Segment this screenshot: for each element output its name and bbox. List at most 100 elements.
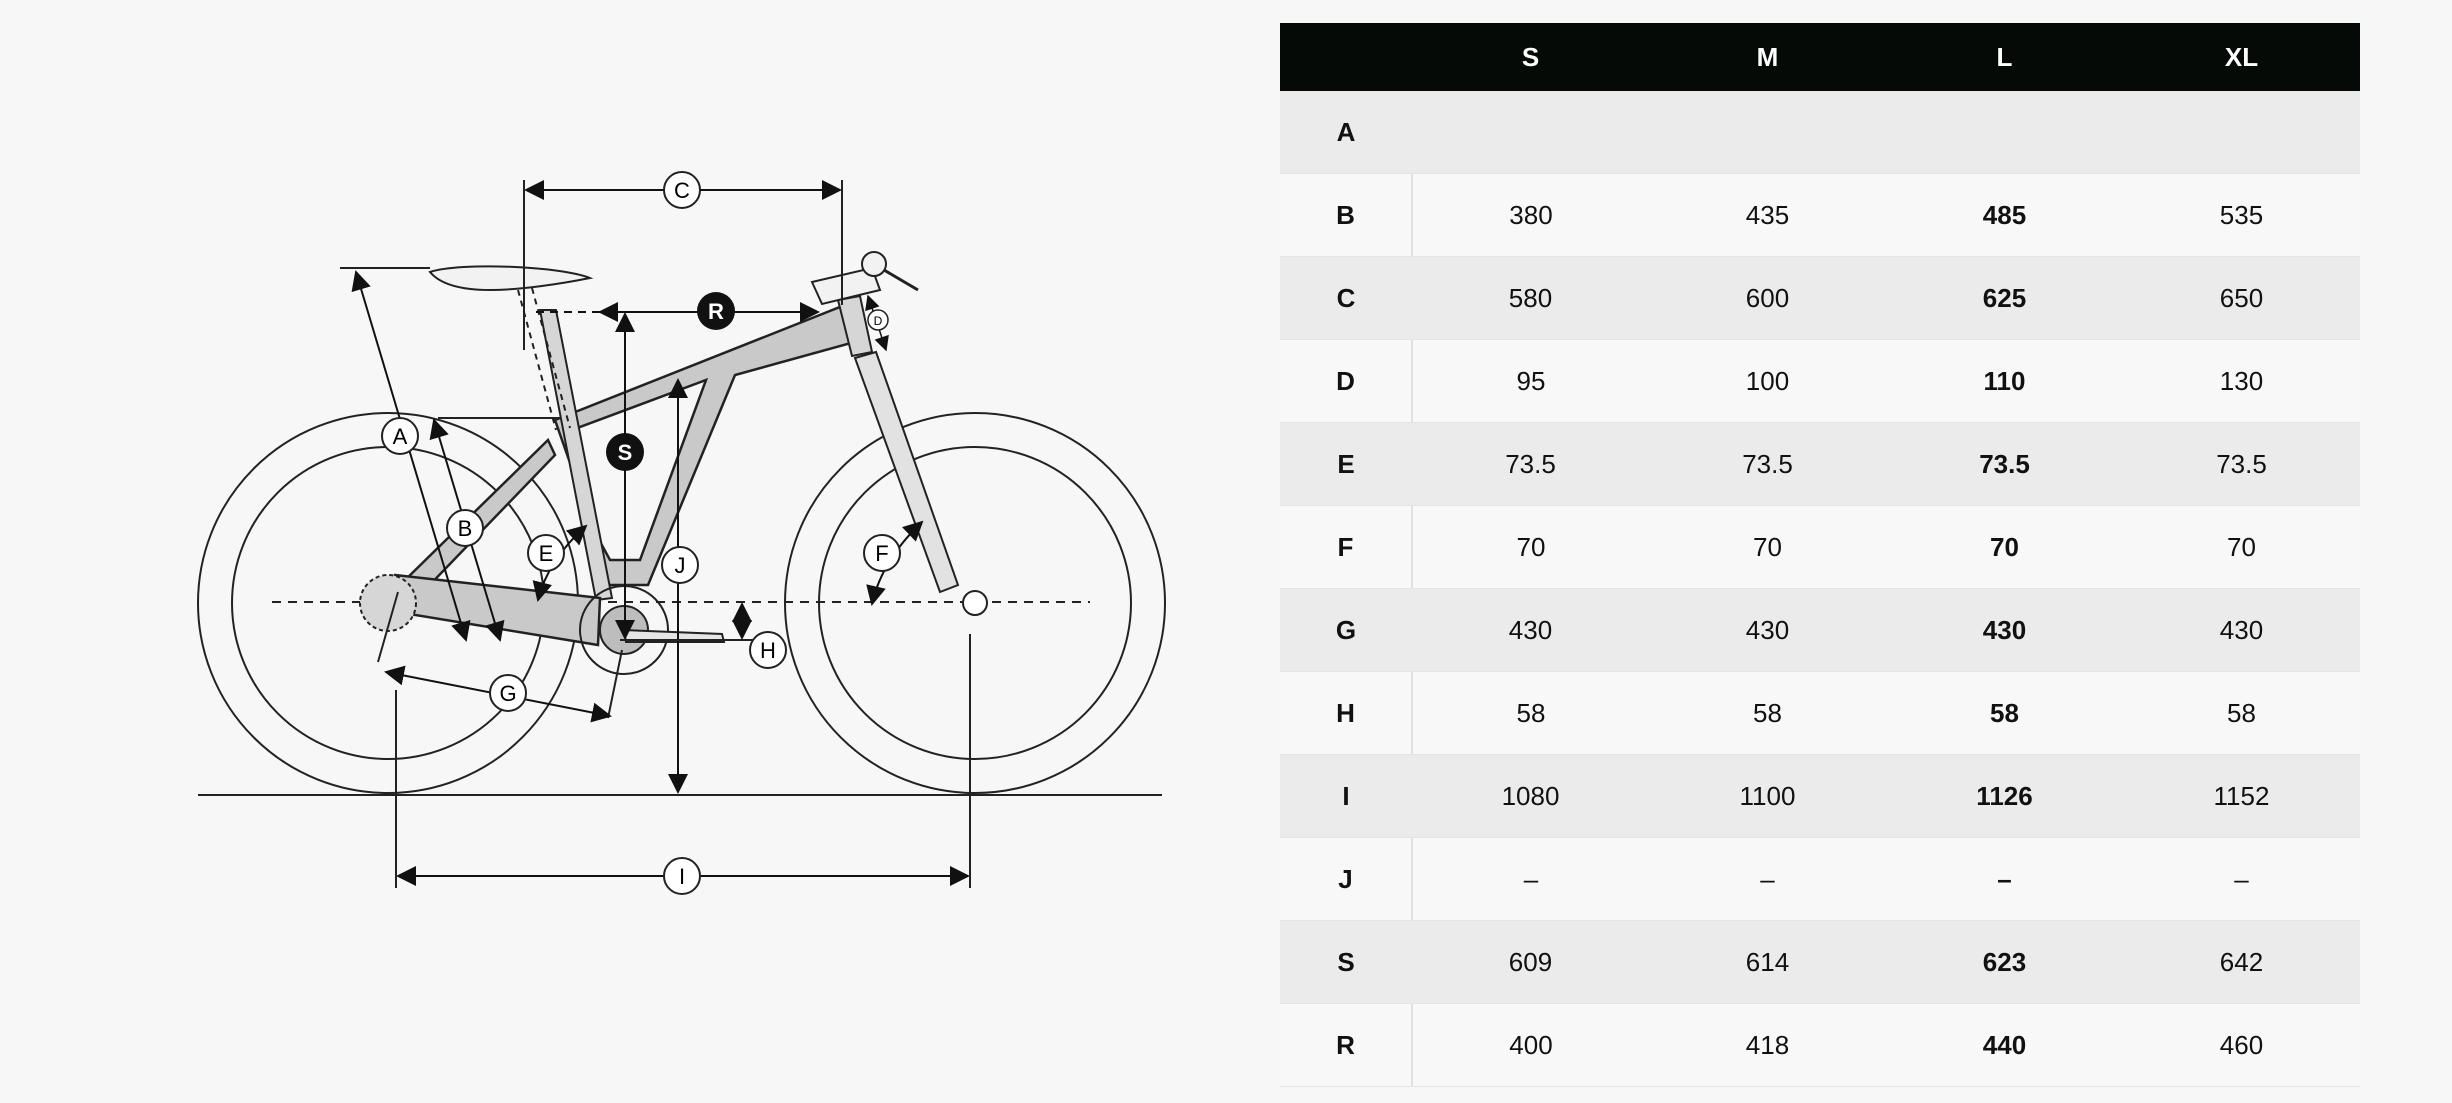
table-header-row: S M L XL — [1280, 23, 2360, 91]
table-cell: 435 — [1649, 173, 1886, 257]
table-cell: – — [1412, 837, 1649, 921]
label-F: F — [875, 541, 888, 566]
bike-geometry-diagram: C R S A B E J F H G I D — [197, 171, 1166, 895]
stem-and-handlebar — [810, 251, 919, 306]
table-cell: 70 — [2123, 505, 2360, 589]
label-H: H — [760, 638, 776, 663]
column-header-size: XL — [2123, 23, 2360, 91]
label-bubble-A: A — [381, 417, 419, 455]
label-bubble-H: H — [749, 631, 787, 669]
table-cell: 58 — [1649, 671, 1886, 755]
table-cell: 430 — [1412, 588, 1649, 672]
row-label: B — [1280, 173, 1413, 257]
table-cell: 623 — [1886, 920, 2123, 1004]
row-label: D — [1280, 339, 1413, 423]
table-cell: 70 — [1412, 505, 1649, 589]
table-cell: – — [2123, 837, 2360, 921]
table-cell: 70 — [1886, 505, 2123, 589]
row-label: E — [1280, 422, 1412, 506]
table-cell: – — [1886, 837, 2123, 921]
table-cell: 430 — [2123, 588, 2360, 672]
table-cell: 110 — [1886, 339, 2123, 423]
table-cell: 73.5 — [1649, 422, 1886, 506]
table-cell: 430 — [1886, 588, 2123, 672]
label-bubble-C: C — [663, 171, 701, 209]
row-label: S — [1280, 920, 1412, 1004]
bike-geometry-svg: C R S A B E J F H G I D — [197, 171, 1166, 895]
table-cell: 58 — [1886, 671, 2123, 755]
table-cell: 58 — [1412, 671, 1649, 755]
label-bubble-R: R — [697, 292, 735, 330]
row-label: I — [1280, 754, 1412, 838]
table-cell: 1152 — [2123, 754, 2360, 838]
label-bubble-I: I — [663, 857, 701, 895]
table-cell: 418 — [1649, 1003, 1886, 1087]
column-header-size: S — [1412, 23, 1649, 91]
table-row: J–––– — [1280, 837, 2360, 921]
label-A: A — [393, 424, 408, 449]
table-cell: 130 — [2123, 339, 2360, 423]
table-cell: 430 — [1649, 588, 1886, 672]
table-cell — [1412, 91, 1649, 174]
table-cell: 485 — [1886, 173, 2123, 257]
label-S: S — [618, 440, 633, 465]
label-I: I — [679, 864, 685, 889]
column-header-size: L — [1886, 23, 2123, 91]
label-bubble-D: D — [867, 309, 889, 331]
table-cell: 380 — [1412, 173, 1649, 257]
table-cell: 58 — [2123, 671, 2360, 755]
table-cell: 535 — [2123, 173, 2360, 257]
table-cell — [2123, 91, 2360, 174]
table-cell: – — [1649, 837, 1886, 921]
label-bubble-S: S — [606, 433, 644, 471]
row-label: R — [1280, 1003, 1413, 1087]
label-R: R — [708, 299, 724, 324]
table-cell: 100 — [1649, 339, 1886, 423]
table-cell — [1886, 91, 2123, 174]
table-cell: 1080 — [1412, 754, 1649, 838]
label-C: C — [674, 178, 690, 203]
label-bubble-J: J — [661, 546, 699, 584]
table-cell: 73.5 — [1886, 422, 2123, 506]
label-J: J — [675, 553, 686, 578]
label-B: B — [458, 516, 473, 541]
row-label: G — [1280, 588, 1412, 672]
label-E: E — [539, 541, 554, 566]
table-cell: 650 — [2123, 256, 2360, 340]
table-cell: 625 — [1886, 256, 2123, 340]
column-header-empty — [1280, 23, 1412, 91]
table-cell: 580 — [1412, 256, 1649, 340]
table-cell: 1100 — [1649, 754, 1886, 838]
row-label: F — [1280, 505, 1413, 589]
row-label: H — [1280, 671, 1413, 755]
table-cell: 1126 — [1886, 754, 2123, 838]
table-cell: 642 — [2123, 920, 2360, 1004]
table-cell: 73.5 — [1412, 422, 1649, 506]
table-cell: 609 — [1412, 920, 1649, 1004]
label-bubble-E: E — [527, 534, 565, 572]
label-bubble-F: F — [863, 534, 901, 572]
table-cell: 600 — [1649, 256, 1886, 340]
row-label: J — [1280, 837, 1413, 921]
table-cell: 614 — [1649, 920, 1886, 1004]
table-cell — [1649, 91, 1886, 174]
label-D: D — [874, 314, 883, 328]
label-bubble-B: B — [446, 509, 484, 547]
table-cell: 440 — [1886, 1003, 2123, 1087]
table-cell: 400 — [1412, 1003, 1649, 1087]
row-label: C — [1280, 256, 1412, 340]
label-G: G — [499, 681, 516, 706]
row-label: A — [1280, 91, 1412, 174]
